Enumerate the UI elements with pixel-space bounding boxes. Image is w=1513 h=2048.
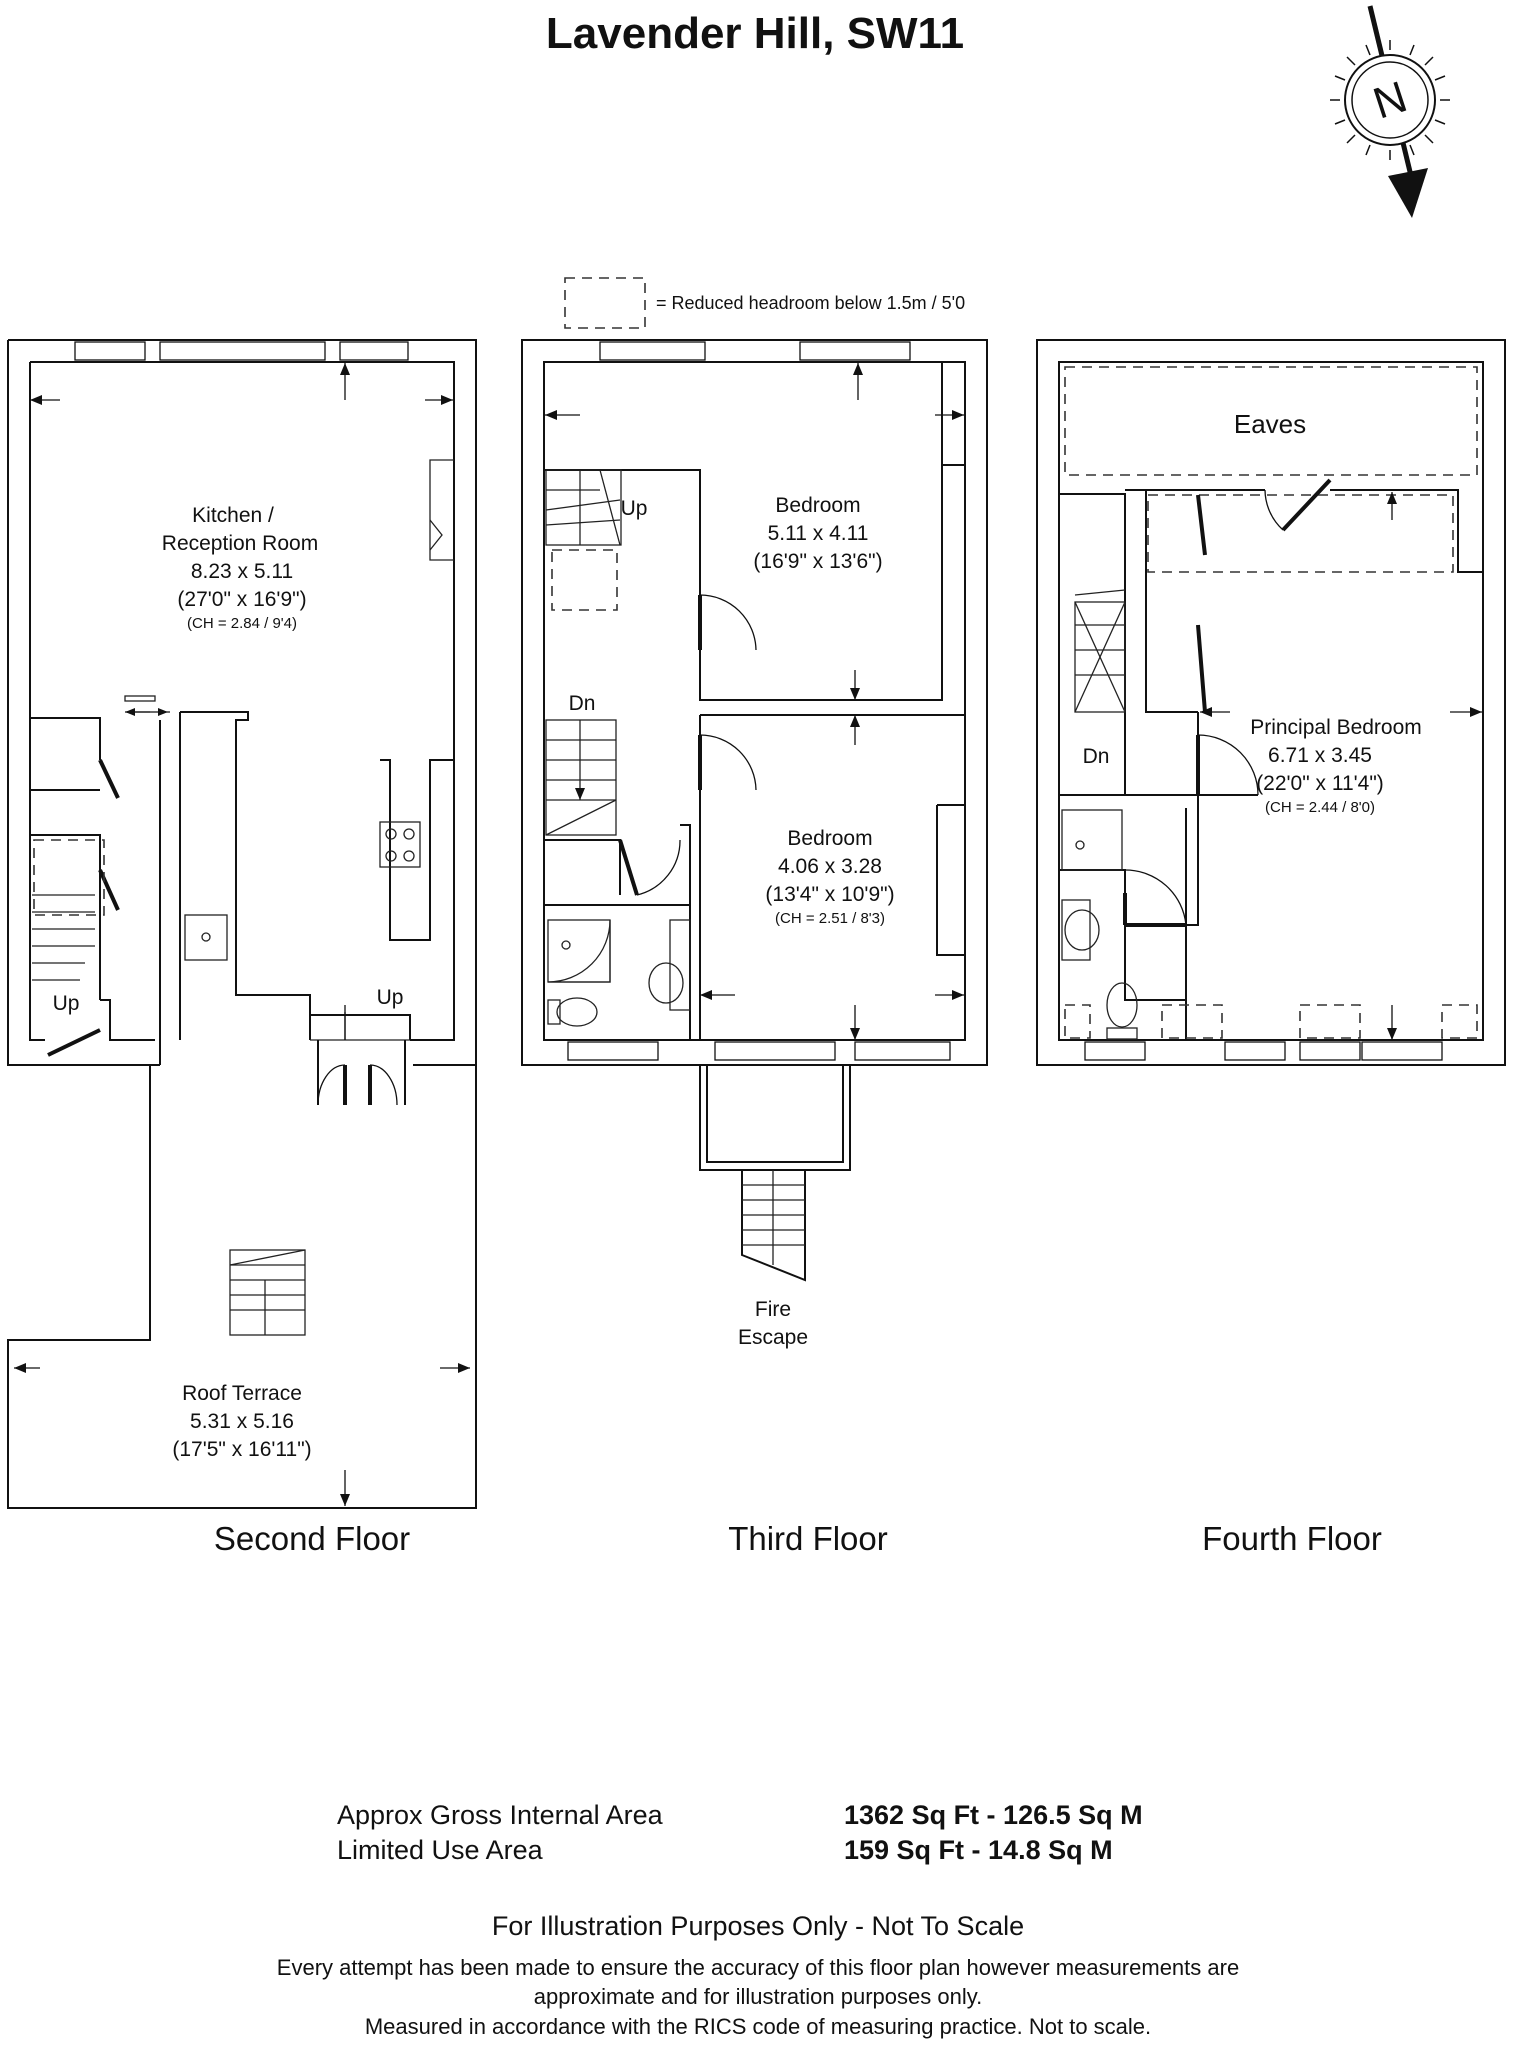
- reduced-headroom-legend: = Reduced headroom below 1.5m / 5'0: [564, 277, 965, 329]
- bedroom2-ceiling-height: (CH = 2.51 / 8'3): [775, 910, 885, 927]
- north-arrow-compass-icon: N: [1330, 5, 1450, 218]
- principal-metric: 6.71 x 3.45: [1268, 744, 1372, 767]
- fourth-floor-plan: Eaves Dn Principal Bedroom 6.71 x 3.45 (…: [1036, 339, 1506, 1557]
- stair-up-third: Up: [621, 497, 648, 520]
- second-floor-plan: Kitchen / Reception Room 8.23 x 5.11 (27…: [7, 339, 477, 1557]
- kitchen-metric: 8.23 x 5.11: [191, 560, 293, 583]
- stair-down-fourth: Dn: [1083, 745, 1110, 768]
- limited-area-label: Limited Use Area: [337, 1835, 544, 1865]
- disclaimer-line1: Every attempt has been made to ensure th…: [277, 1955, 1239, 1980]
- gross-area-value: 1362 Sq Ft - 126.5 Sq M: [844, 1800, 1143, 1830]
- principal-imperial: (22'0" x 11'4"): [1256, 772, 1384, 795]
- stair-up-right: Up: [377, 986, 404, 1009]
- bedroom2-name: Bedroom: [787, 827, 872, 850]
- legend-text: = Reduced headroom below 1.5m / 5'0: [656, 293, 965, 313]
- bedroom2-imperial: (13'4" x 10'9"): [765, 883, 894, 906]
- terrace-imperial: (17'5" x 16'11"): [172, 1438, 311, 1461]
- disclaimer: For Illustration Purposes Only - Not To …: [277, 1911, 1239, 2039]
- bedroom1-imperial: (16'9" x 13'6"): [753, 550, 882, 573]
- bedroom1-metric: 5.11 x 4.11: [768, 522, 869, 545]
- kitchen-name-line1: Kitchen /: [192, 504, 274, 527]
- plan-title: Lavender Hill, SW11: [546, 9, 964, 58]
- principal-name: Principal Bedroom: [1250, 716, 1422, 739]
- fire-escape-line2: Escape: [738, 1326, 808, 1349]
- fourth-floor-label: Fourth Floor: [1202, 1520, 1382, 1557]
- third-floor-label: Third Floor: [728, 1520, 888, 1557]
- bedroom2-metric: 4.06 x 3.28: [778, 855, 882, 878]
- gross-area-label: Approx Gross Internal Area: [337, 1800, 664, 1830]
- kitchen-imperial: (27'0" x 16'9"): [177, 588, 306, 611]
- second-floor-label: Second Floor: [214, 1520, 410, 1557]
- disclaimer-line2: approximate and for illustration purpose…: [534, 1984, 982, 2009]
- bedroom1-name: Bedroom: [775, 494, 860, 517]
- third-floor-plan: Up Dn Bedroom 5.11 x 4.11 (16'9" x 13'6"…: [521, 339, 988, 1557]
- disclaimer-line3: Measured in accordance with the RICS cod…: [365, 2014, 1151, 2039]
- kitchen-name-line2: Reception Room: [162, 532, 318, 555]
- stair-up-left: Up: [53, 992, 80, 1015]
- disclaimer-heading: For Illustration Purposes Only - Not To …: [492, 1911, 1024, 1941]
- terrace-name: Roof Terrace: [182, 1382, 302, 1405]
- fire-escape-line1: Fire: [755, 1298, 791, 1321]
- kitchen-ceiling-height: (CH = 2.84 / 9'4): [187, 615, 297, 632]
- terrace-metric: 5.31 x 5.16: [190, 1410, 294, 1433]
- principal-ceiling-height: (CH = 2.44 / 8'0): [1265, 799, 1375, 816]
- stair-down-third: Dn: [569, 692, 596, 715]
- eaves-label: Eaves: [1234, 409, 1306, 439]
- area-summary: Approx Gross Internal Area 1362 Sq Ft - …: [337, 1800, 1143, 1865]
- limited-area-value: 159 Sq Ft - 14.8 Sq M: [844, 1835, 1113, 1865]
